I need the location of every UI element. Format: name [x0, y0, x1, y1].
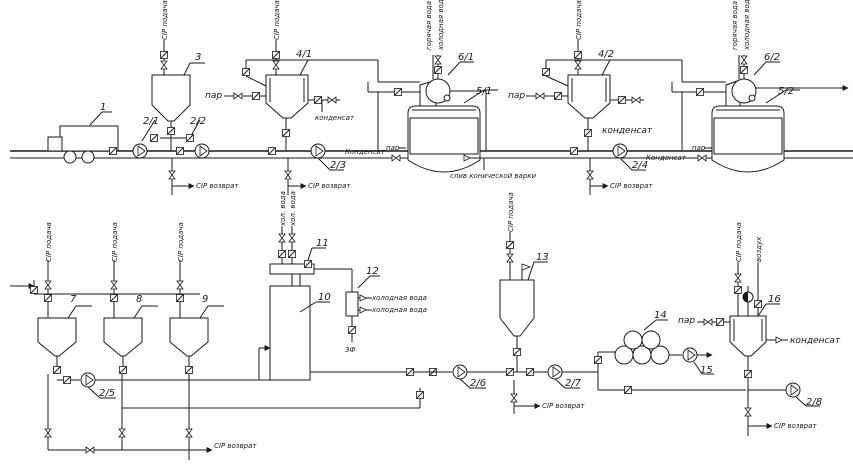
- cip-podacha-9: CIP подача: [177, 222, 185, 262]
- label-2-8: 2/8: [806, 397, 822, 408]
- tank-4-2: 4/2 CIP подача пар конденсат: [508, 0, 726, 151]
- label-2-6: 2/6: [470, 378, 486, 389]
- label-4-2: 4/2: [598, 49, 614, 60]
- cip-vozvrat-3: CIP возврат: [610, 182, 653, 190]
- cold-water-6-1: холодная вода: [437, 0, 445, 51]
- cip-podacha-4-1: CIP подача: [273, 0, 281, 40]
- tank-16: 16 CIP подача воздух пар конденсат: [678, 222, 841, 390]
- kettle-5-1: 5/1 слив конической варки: [407, 86, 537, 180]
- cold-water-6-2: холодная вода: [743, 0, 751, 51]
- par-3: пар: [508, 91, 525, 101]
- tank-7: 7 CIP подача: [37, 222, 92, 374]
- bottom-section: 7 CIP подача 8 CIP подача 9: [10, 191, 841, 460]
- cip-vozvrat-2: CIP возврат: [308, 182, 351, 190]
- cip-vozvrat-6: CIP возврат: [774, 422, 817, 430]
- label-5-2: 5/2: [778, 86, 794, 97]
- label-4-1: 4/1: [296, 49, 312, 60]
- cold-water-11: хол. вода: [279, 191, 287, 227]
- cip-vozvrat-5: CIP возврат: [542, 402, 585, 410]
- cip-vozvrat-4a: CIP возврат: [214, 442, 257, 450]
- tank-13: 13 CIP подача: [499, 192, 549, 372]
- unit-11: 11 хол. вода хол. вода: [269, 191, 353, 292]
- cip-podacha-16: CIP подача: [735, 222, 743, 262]
- unit-12: холодная вода холодная вода 12 ЗФ: [345, 266, 427, 354]
- hot-water-6-2: горячая вода: [731, 1, 739, 50]
- air-16: воздух: [755, 236, 763, 262]
- top-section: 1 2/1 2/2 3 CIP подача: [10, 0, 853, 195]
- cip-podacha-8: CIP подача: [111, 222, 119, 262]
- tank-9: 9 CIP подача: [169, 222, 224, 374]
- cold-water-12b: холодная вода: [371, 306, 427, 314]
- filter-14: 14: [614, 310, 670, 365]
- cip-podacha-13: CIP подача: [507, 192, 515, 232]
- truck-1: 1: [47, 102, 119, 164]
- label-2-2: 2/2: [190, 116, 206, 127]
- label-2-1: 2/1: [143, 116, 159, 127]
- label-16: 16: [768, 294, 781, 305]
- tank-3: 3 CIP подача: [151, 0, 205, 151]
- label-10: 10: [318, 292, 331, 303]
- label-2-7: 2/7: [565, 378, 582, 389]
- cold-water-12a: холодная вода: [371, 294, 427, 302]
- par-16: пар: [678, 316, 695, 326]
- dome-6-2: горячая вода холодная вода 6/2: [725, 0, 849, 107]
- par-4: пар: [692, 144, 706, 152]
- dome-6-1: горячая вода холодная вода 6/1: [419, 0, 480, 107]
- kondensat-16: конденсат: [790, 336, 841, 346]
- tank-4-1: 4/1 CIP подача пар конденсат: [205, 0, 420, 151]
- cip-podacha-4-2: CIP подача: [575, 0, 583, 40]
- cip-podacha-7: CIP подача: [45, 222, 53, 262]
- label-14: 14: [654, 310, 667, 321]
- kondensat-2: Конденсат: [345, 148, 386, 156]
- kondensat-3: конденсат: [602, 126, 653, 136]
- cip-podacha-3: CIP подача: [161, 0, 169, 40]
- label-1: 1: [100, 102, 106, 113]
- kondensat-1: конденсат: [315, 114, 355, 122]
- label-7: 7: [70, 294, 77, 305]
- hot-water-6-1: горячая вода: [425, 1, 433, 50]
- cip-vozvrat-1: CIP возврат: [196, 182, 239, 190]
- label-2-5: 2/5: [99, 388, 115, 399]
- par-2: пар: [386, 144, 400, 152]
- label-6-1: 6/1: [458, 52, 474, 63]
- label-3: 3: [195, 52, 201, 63]
- label-9: 9: [202, 294, 208, 305]
- label-8: 8: [136, 294, 142, 305]
- label-12: 12: [366, 266, 379, 277]
- zf-12: ЗФ: [345, 346, 356, 354]
- label-11: 11: [316, 238, 329, 249]
- kondensat-4: Конденсат: [646, 154, 687, 162]
- kettle-5-2: 5/2: [711, 86, 800, 173]
- par-1: пар: [205, 91, 222, 101]
- sliv-1: слив конической варки: [450, 172, 537, 180]
- label-6-2: 6/2: [764, 52, 780, 63]
- column-10: 10: [269, 285, 414, 381]
- label-2-3: 2/3: [330, 160, 346, 171]
- label-2-4: 2/4: [632, 160, 648, 171]
- hot-water-11: хол. вода: [289, 191, 297, 227]
- tank-8: 8 CIP подача: [103, 222, 158, 374]
- label-15: 15: [700, 365, 713, 376]
- label-13: 13: [536, 252, 549, 263]
